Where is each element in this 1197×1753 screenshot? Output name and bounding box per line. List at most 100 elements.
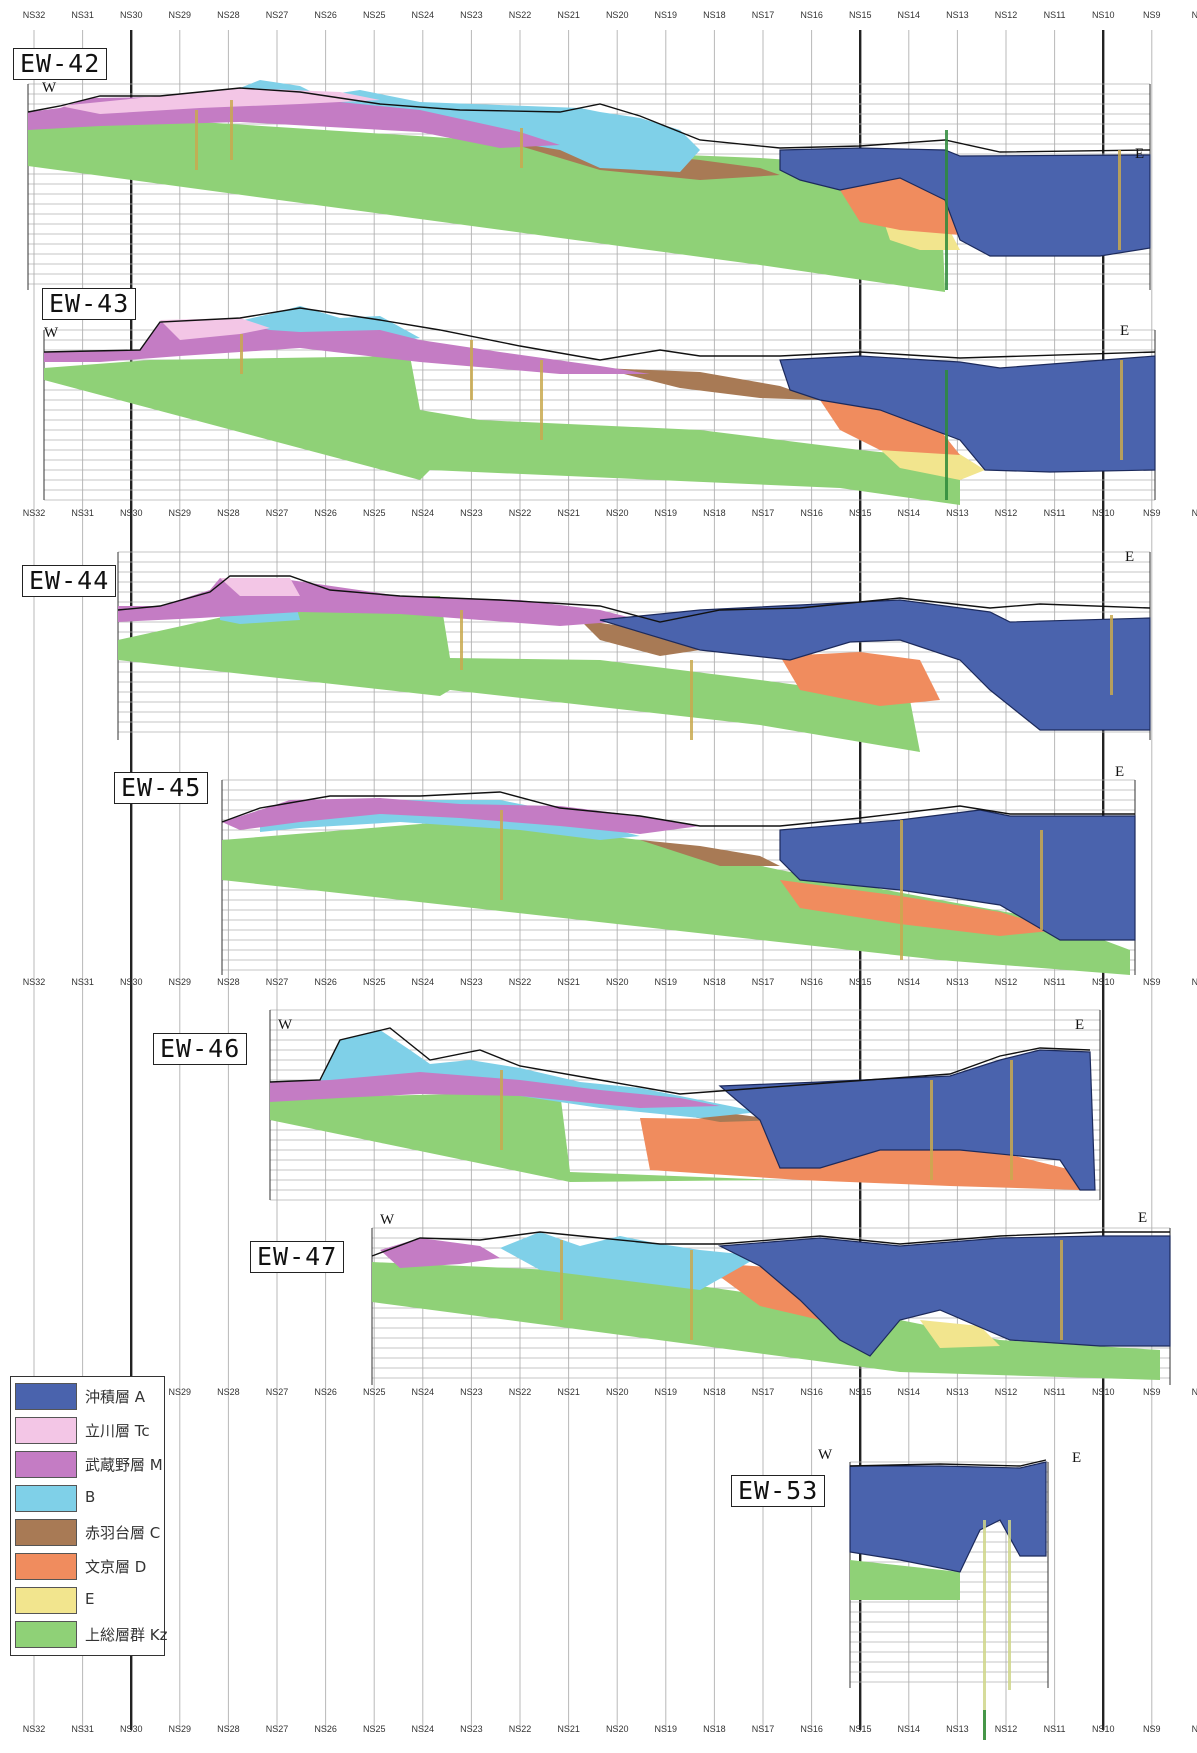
borehole-log [945, 130, 948, 290]
west-marker-ew-43: W [44, 325, 59, 341]
column-label: NS11 [1044, 508, 1066, 518]
column-label: NS20 [606, 10, 629, 20]
column-label: NS12 [995, 508, 1018, 518]
legend-item: 文京層 D [15, 1551, 161, 1582]
column-label: NS24 [412, 10, 435, 20]
column-label: NS17 [752, 10, 775, 20]
akabanedai-layer [640, 840, 780, 866]
tachikawa-layer [60, 88, 380, 114]
akabanedai-layer [600, 368, 820, 400]
column-label: NS11 [1044, 1724, 1066, 1734]
column-label: NS13 [946, 977, 969, 987]
east-marker-ew-46: E [1075, 1017, 1085, 1033]
legend-swatch [15, 1553, 77, 1580]
kazusa-layer [118, 596, 920, 752]
tachikawa-layer [160, 318, 270, 340]
column-label: NS25 [363, 1724, 386, 1734]
legend-item: 上総層群 Kz [15, 1619, 167, 1650]
column-label: NS16 [800, 1724, 823, 1734]
legend-label: E [85, 1590, 95, 1608]
borehole-log [983, 1520, 986, 1740]
east-marker-ew-45: E [1115, 764, 1125, 780]
column-label: NS17 [752, 977, 775, 987]
column-label: NS32 [23, 508, 46, 518]
ground-surface-line [269, 1027, 1091, 1095]
musashino-layer [222, 798, 700, 834]
column-label: NS11 [1044, 10, 1066, 20]
column-label: NS28 [217, 1387, 240, 1397]
column-label: NS26 [314, 977, 337, 987]
column-label: NS20 [606, 1724, 629, 1734]
column-label: NS22 [509, 977, 532, 987]
column-label: NS19 [655, 977, 678, 987]
borehole-log [930, 1080, 933, 1180]
section-label-ew-46: EW-46 [153, 1033, 248, 1065]
column-label: NS8 [1192, 1724, 1197, 1734]
column-label: NS31 [71, 508, 94, 518]
west-marker-ew-42: W [42, 80, 57, 96]
column-label: NS14 [898, 977, 921, 987]
column-label: NS24 [412, 1387, 435, 1397]
column-label: NS13 [946, 508, 969, 518]
column-label: NS8 [1192, 508, 1197, 518]
legend-item: B [15, 1483, 161, 1514]
borehole-log [1010, 1060, 1013, 1180]
column-label: NS29 [169, 508, 192, 518]
musashino-layer [270, 1072, 720, 1108]
borehole-log [540, 360, 543, 440]
column-label: NS30 [120, 508, 143, 518]
kazusa-layer [270, 1092, 780, 1182]
alluvium-layer [718, 1049, 1096, 1191]
column-label: NS21 [557, 1387, 580, 1397]
column-label: NS8 [1192, 10, 1197, 20]
legend-label: 沖積層 A [85, 1388, 146, 1406]
borehole-log [1120, 360, 1123, 460]
column-label: NS15 [849, 10, 872, 20]
column-label: NS25 [363, 1387, 386, 1397]
legend-swatch [15, 1417, 77, 1444]
column-label: NS26 [314, 1387, 337, 1397]
column-label: NS15 [849, 508, 872, 518]
column-label: NS14 [898, 508, 921, 518]
column-label: NS8 [1192, 977, 1197, 987]
alluvium-layer [599, 599, 1151, 731]
column-label: NS13 [946, 10, 969, 20]
ground-surface-line [117, 575, 1151, 623]
column-label: NS16 [800, 10, 823, 20]
column-label: NS14 [898, 1387, 921, 1397]
column-label: NS27 [266, 10, 289, 20]
column-label: NS22 [509, 1387, 532, 1397]
legend-label: 赤羽台層 C [85, 1524, 161, 1542]
column-label: NS27 [266, 977, 289, 987]
ground-surface-line [27, 87, 1151, 153]
column-label: NS21 [557, 977, 580, 987]
alluvium-layer [779, 147, 1151, 257]
column-label: NS32 [23, 1724, 46, 1734]
column-label: NS10 [1092, 10, 1115, 20]
column-label: NS11 [1044, 1387, 1066, 1397]
legend-label: 文京層 D [85, 1558, 147, 1576]
kazusa-layer [44, 356, 960, 505]
column-label: NS22 [509, 508, 532, 518]
west-marker-ew-53: W [818, 1447, 833, 1463]
column-label: NS28 [217, 508, 240, 518]
ground-surface-line [849, 1459, 1047, 1467]
akabanedai-layer [580, 620, 700, 656]
column-label: NS16 [800, 508, 823, 518]
column-label: NS30 [120, 977, 143, 987]
column-label: NS21 [557, 10, 580, 20]
borehole-log [945, 370, 948, 500]
legend-swatch [15, 1451, 77, 1478]
borehole-log [1060, 1240, 1063, 1340]
column-label: NS15 [849, 1387, 872, 1397]
column-label: NS18 [703, 1387, 726, 1397]
column-label: NS12 [995, 1724, 1018, 1734]
column-label: NS28 [217, 1724, 240, 1734]
column-label: NS27 [266, 508, 289, 518]
borehole-log [520, 128, 523, 168]
ground-surface-line [221, 791, 1135, 827]
column-label: NS19 [655, 508, 678, 518]
borehole-log [500, 810, 503, 900]
column-label: NS28 [217, 10, 240, 20]
